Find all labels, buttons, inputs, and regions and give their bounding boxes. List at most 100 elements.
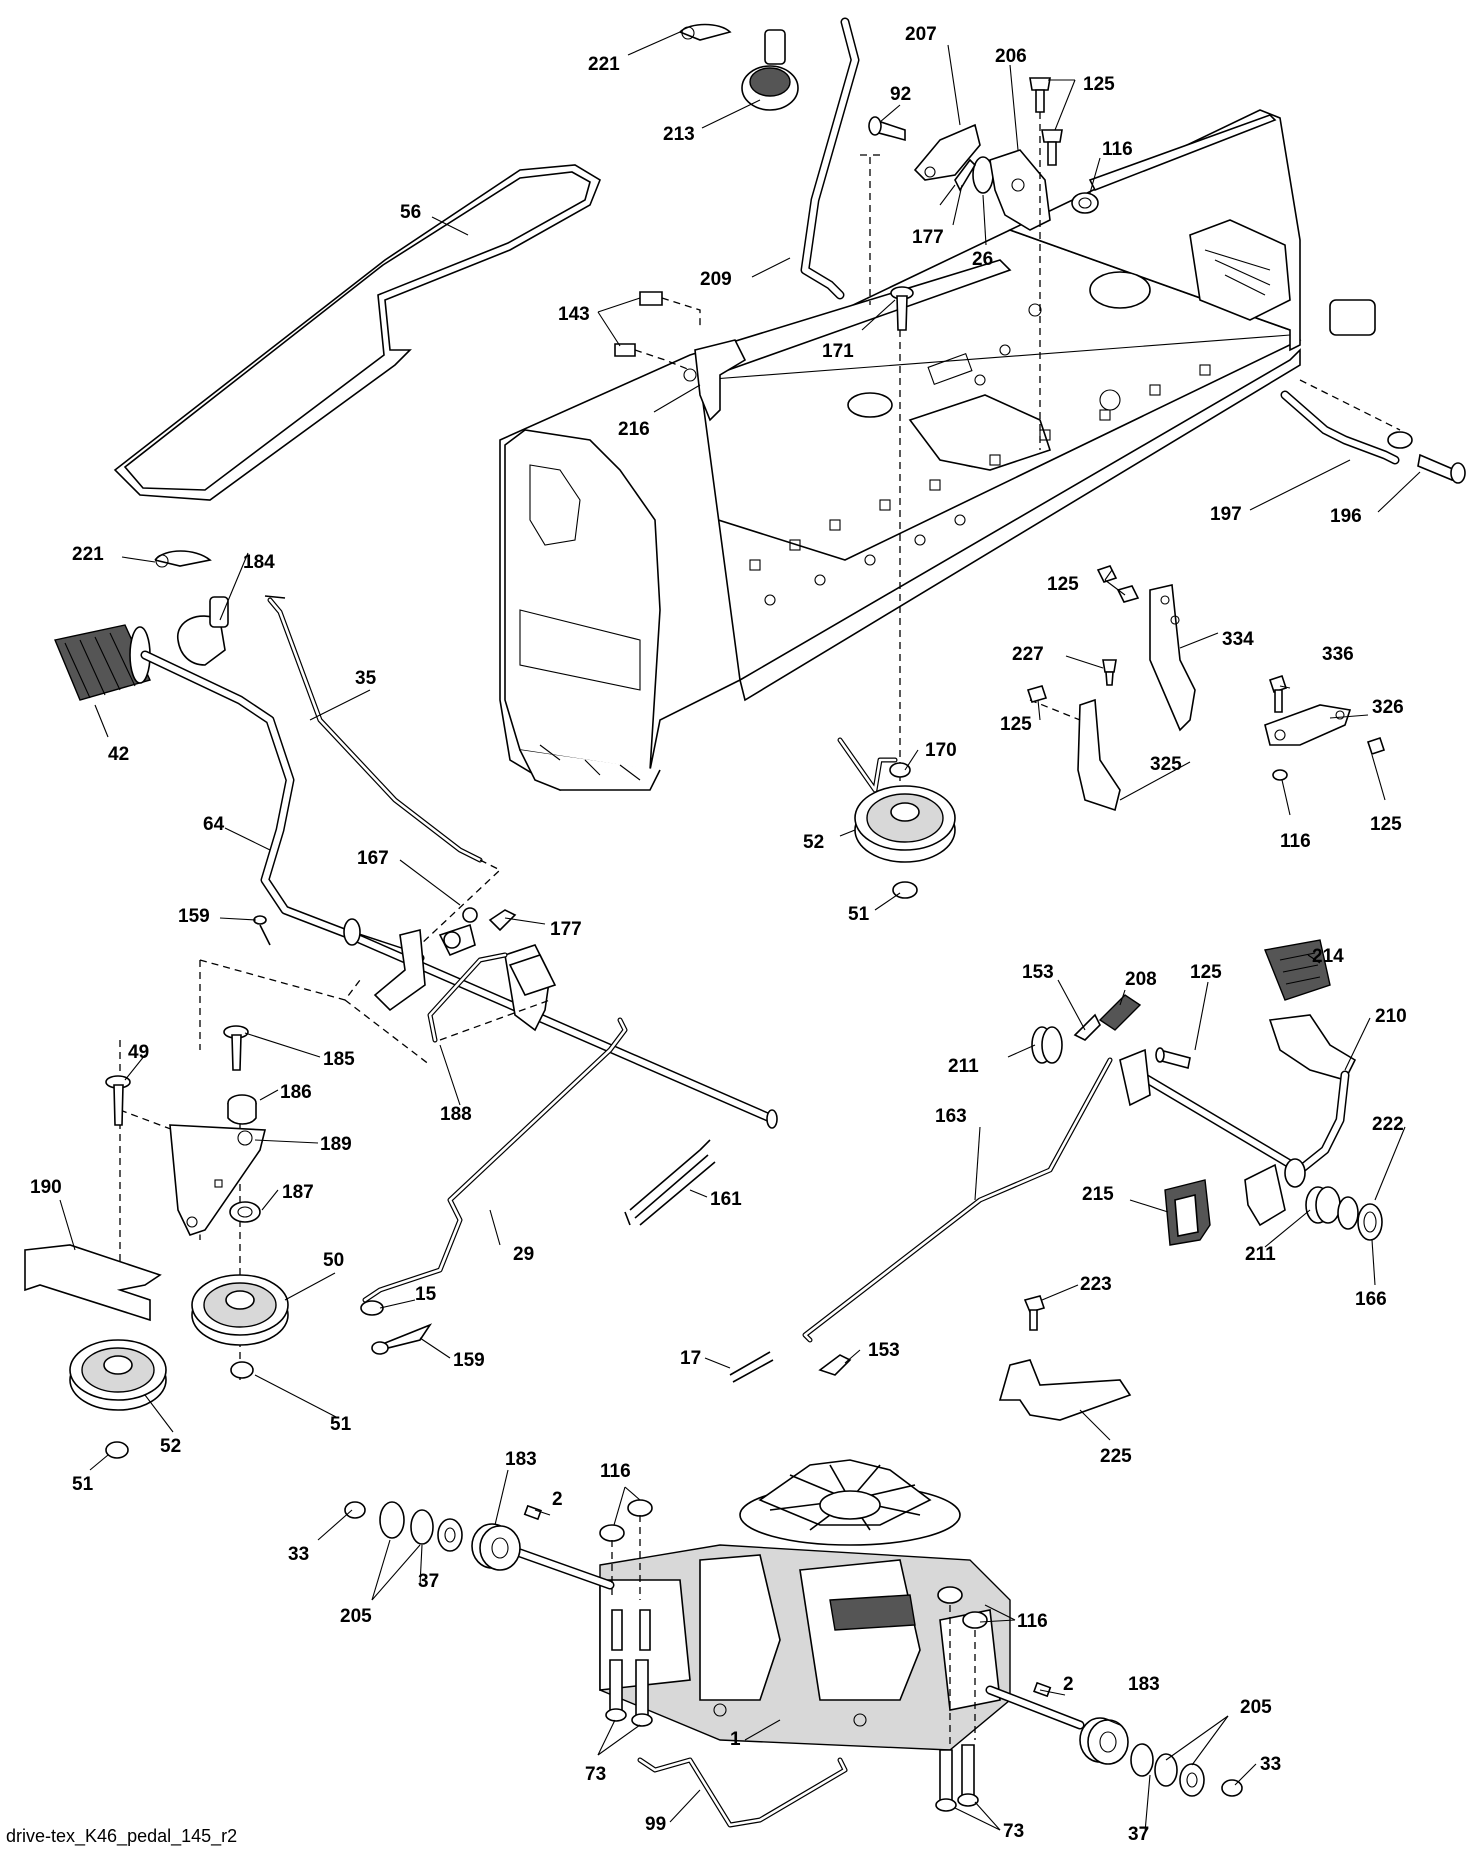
- label-92: 92: [890, 84, 911, 105]
- hairpin-clip-mid-drawing: [154, 550, 212, 568]
- screw-125-left-drawing: [1026, 685, 1048, 703]
- label-211-left: 211: [948, 1056, 979, 1077]
- label-33-right: 33: [1260, 1754, 1281, 1775]
- spring-161-drawing: [624, 1139, 716, 1226]
- link-rod-188-drawing: [427, 952, 508, 1043]
- bracket-325-drawing: [1029, 698, 1121, 812]
- chassis-frame-drawing: [499, 109, 1376, 791]
- lift-lever-rod-drawing: [800, 17, 860, 300]
- nut-51-left-drawing: [105, 1441, 129, 1459]
- bracket-207-drawing: [913, 123, 981, 181]
- label-171: 171: [822, 341, 854, 362]
- transaxle-dashes: [611, 1515, 976, 1745]
- screw-125-right-drawing: [1366, 736, 1386, 756]
- label-17: 17: [680, 1348, 701, 1369]
- bracket-326-drawing: [1264, 704, 1352, 746]
- bolt-227-drawing: [1102, 659, 1117, 686]
- label-116-transaxle: 116: [600, 1461, 631, 1482]
- label-64: 64: [203, 814, 225, 835]
- label-227: 227: [1012, 644, 1044, 665]
- idler-arm-189-drawing: [169, 1124, 267, 1236]
- label-221: 221: [588, 54, 620, 75]
- label-26: 26: [972, 249, 993, 270]
- label-116-right: 116: [1280, 831, 1311, 852]
- label-177: 177: [912, 227, 944, 248]
- label-222: 222: [1372, 1114, 1404, 1135]
- label-215: 215: [1082, 1184, 1114, 1205]
- label-163: 163: [935, 1106, 967, 1127]
- bracket-216-drawing: [683, 339, 747, 422]
- washer-15-drawing: [360, 1300, 384, 1316]
- bushing-211-left-drawing: [1031, 1026, 1063, 1064]
- rod-99-drawing: [637, 1757, 848, 1828]
- label-51-right: 51: [848, 904, 870, 925]
- label-207: 207: [905, 24, 937, 45]
- label-159-top: 159: [178, 906, 210, 927]
- bolts-73-right-drawing: [935, 1744, 979, 1812]
- pulley-52-left-drawing: [69, 1339, 167, 1411]
- label-205-right: 205: [1240, 1697, 1272, 1718]
- label-42: 42: [108, 744, 129, 765]
- pin-159-lower-drawing: [371, 1323, 433, 1355]
- screws-143-drawing: [614, 291, 663, 357]
- pulley-50-drawing: [191, 1274, 289, 1346]
- bolt-336-drawing: [1268, 674, 1288, 713]
- label-166: 166: [1355, 1289, 1387, 1310]
- label-125: 125: [1083, 74, 1115, 95]
- label-1: 1: [730, 1729, 741, 1750]
- pedal-pad-214-drawing: [1264, 939, 1331, 1001]
- bolt-125-pedal-drawing: [1155, 1047, 1191, 1069]
- bolts-73-left-drawing: [605, 1659, 653, 1727]
- transaxle-drawing: [515, 1459, 1085, 1751]
- bracket-206-drawing: [989, 149, 1051, 231]
- label-197: 197: [1210, 504, 1242, 525]
- label-177-mid: 177: [550, 919, 582, 940]
- label-325: 325: [1150, 754, 1182, 775]
- top-assembly-dashes: [634, 112, 1041, 800]
- bolt-171-drawing: [890, 286, 914, 331]
- clip-177-mid-drawing: [488, 909, 517, 932]
- bolts-125-top-drawing: [1029, 77, 1063, 166]
- pin-159-top-drawing: [253, 915, 271, 946]
- hairpin-clip-top-drawing: [679, 23, 732, 41]
- label-208: 208: [1125, 969, 1157, 990]
- label-189: 189: [320, 1134, 352, 1155]
- bolt-49-drawing: [105, 1075, 131, 1126]
- label-153-lower: 153: [868, 1340, 900, 1361]
- label-196: 196: [1330, 506, 1362, 527]
- label-51-left: 51: [72, 1474, 94, 1495]
- bracket-334-drawing: [1149, 584, 1196, 732]
- label-188: 188: [440, 1104, 472, 1125]
- label-223: 223: [1080, 1274, 1112, 1295]
- hand-grip-drawing: [54, 624, 151, 701]
- label-184: 184: [243, 552, 275, 573]
- label-334: 334: [1222, 629, 1254, 650]
- clip-153-upper-drawing: [1073, 1013, 1101, 1041]
- bushing-211-right-drawing: [1305, 1186, 1341, 1224]
- clip-153-lower-drawing: [818, 1354, 852, 1376]
- label-185: 185: [323, 1049, 355, 1070]
- bolt-185-drawing: [223, 1025, 249, 1071]
- label-56: 56: [400, 202, 421, 223]
- left-axle-hardware-drawing: [344, 1501, 542, 1571]
- label-336: 336: [1322, 644, 1354, 665]
- label-73-right: 73: [1003, 1821, 1024, 1842]
- knob-top-drawing: [741, 29, 799, 111]
- label-73-left: 73: [585, 1764, 606, 1785]
- label-186: 186: [280, 1082, 312, 1103]
- label-125-left: 125: [1000, 714, 1032, 735]
- pedal-cover-215-drawing: [1164, 1179, 1211, 1246]
- label-35: 35: [355, 668, 377, 689]
- label-210: 210: [1375, 1006, 1407, 1027]
- label-15: 15: [415, 1284, 437, 1305]
- label-206: 206: [995, 46, 1027, 67]
- label-33-left: 33: [288, 1544, 309, 1565]
- rod-29-drawing: [362, 1017, 628, 1303]
- label-213: 213: [663, 124, 695, 145]
- label-187: 187: [282, 1182, 314, 1203]
- washer-166-drawing: [1357, 1203, 1383, 1241]
- label-221-mid: 221: [72, 544, 104, 565]
- label-209: 209: [700, 269, 732, 290]
